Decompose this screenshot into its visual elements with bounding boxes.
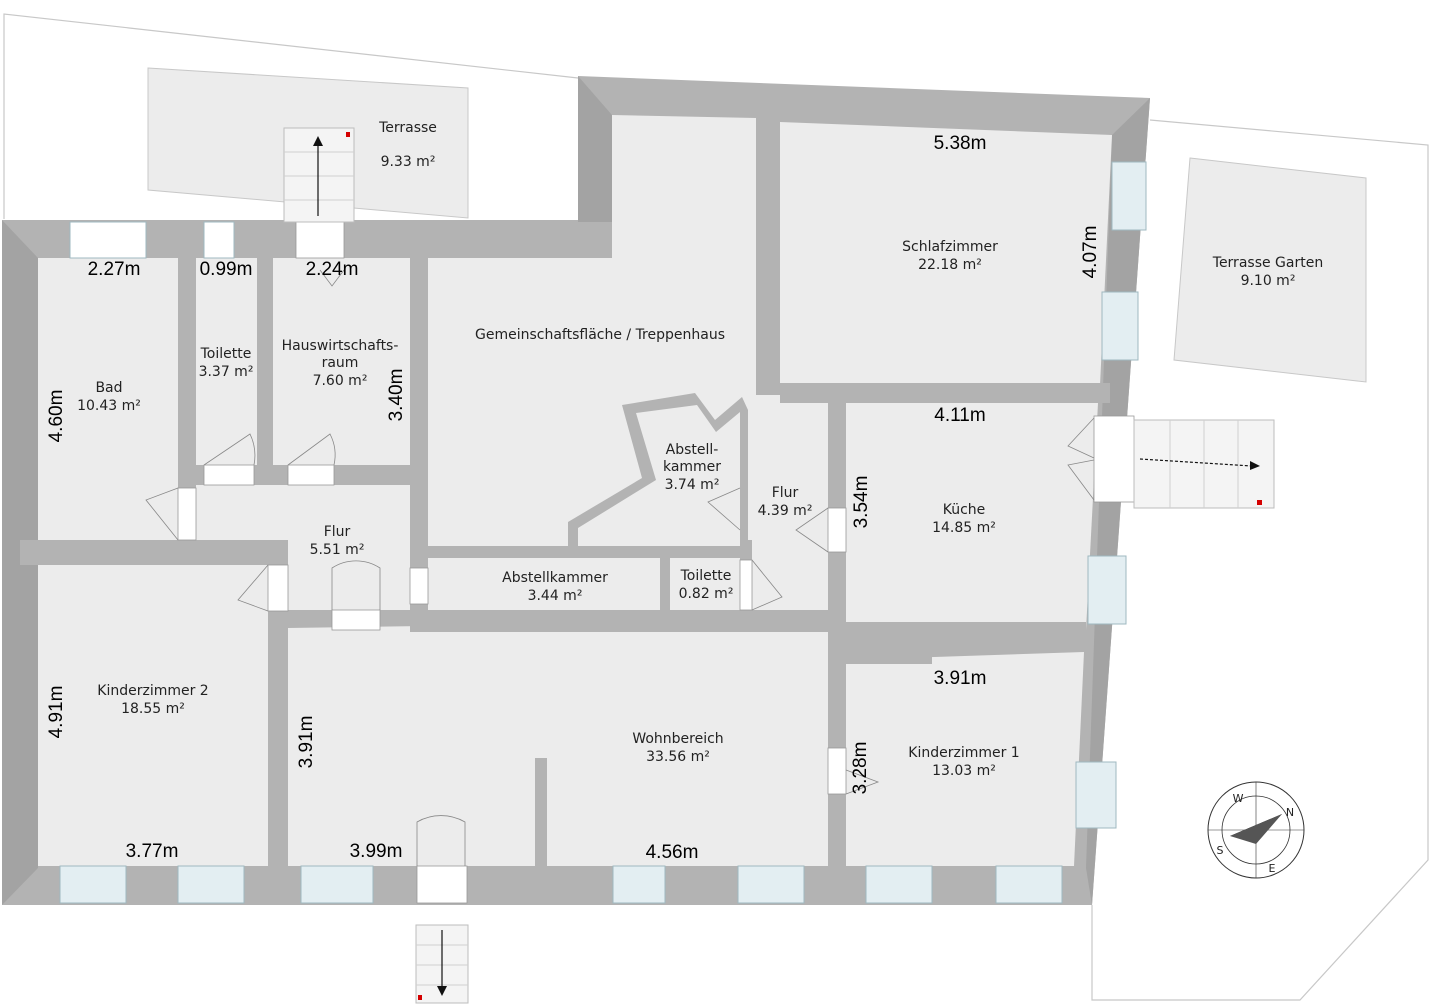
flur-mid-name: Flur (772, 485, 799, 501)
room-hauswirtschaft-floor (273, 258, 410, 465)
dim-schlaf-height: 4.07m (1080, 226, 1101, 279)
abstell-name-2: kammer (663, 459, 721, 475)
bad-name: Bad (95, 380, 122, 396)
hauswirtschaft-name-1: Hauswirtschafts- (282, 338, 399, 354)
kueche-name: Küche (943, 502, 986, 518)
room-kinder2-floor (38, 565, 268, 866)
kinder1-name: Kinderzimmer 1 (908, 745, 1019, 761)
dim-bad-height: 4.60m (46, 390, 67, 443)
dim-wohn-height: 3.91m (296, 716, 317, 769)
kinder2-name: Kinderzimmer 2 (97, 683, 208, 699)
abstellkammer-name: Abstellkammer (502, 570, 608, 586)
hauswirtschaft-name-2: raum (322, 355, 359, 371)
abstell-area: 3.74 m² (665, 477, 720, 493)
dim-bad-width: 2.27m (88, 259, 141, 280)
dim-kueche-height: 3.54m (851, 476, 872, 529)
door-openings (177, 221, 1135, 904)
property-outline (3, 13, 1429, 1001)
room-schlafzimmer-floor (780, 122, 1112, 392)
room-kueche-floor (846, 403, 1098, 630)
room-labels: Terrasse 9.33 m² Terrasse Garten 9.10 m²… (77, 120, 1323, 779)
kueche-area: 14.85 m² (932, 520, 996, 536)
toilette-name: Toilette (200, 346, 252, 362)
dimension-labels: 5.38m 4.07m 2.27m 0.99m 2.24m 4.60m 3.40… (46, 133, 1101, 863)
room-kinder1-floor (846, 652, 1084, 866)
flur-left-area: 5.51 m² (310, 542, 365, 558)
door-swings (145, 269, 1095, 866)
toilette-small-name: Toilette (680, 568, 732, 584)
compass-rose: N E S W (1207, 781, 1305, 879)
terrasse-area: 9.33 m² (381, 154, 436, 170)
stairs-east (1133, 419, 1275, 509)
dim-hw-height: 3.40m (386, 369, 407, 422)
dim-hw-width: 2.24m (306, 259, 359, 280)
compass-w: W (1233, 792, 1244, 805)
stairs-south (415, 924, 469, 1004)
wohnbereich-area: 33.56 m² (646, 749, 710, 765)
compass-e: E (1269, 862, 1276, 875)
terrasse-garten-area: 9.10 m² (1241, 273, 1296, 289)
room-wohnbereich-floor (288, 620, 828, 866)
toilette-small-area: 0.82 m² (679, 586, 734, 602)
windows (59, 161, 1147, 904)
dim-toilette-width: 0.99m (200, 259, 253, 280)
schlafzimmer-area: 22.18 m² (918, 257, 982, 273)
room-floors (38, 115, 1112, 866)
terrasse-garten-name: Terrasse Garten (1212, 255, 1323, 271)
dim-kinder2-width: 3.77m (126, 841, 179, 862)
flur-mid-area: 4.39 m² (758, 503, 813, 519)
dim-kueche-width: 4.11m (934, 405, 985, 426)
dim-kinder2-height: 4.91m (46, 686, 67, 739)
hauswirtschaft-area: 7.60 m² (313, 373, 368, 389)
terrasse-name: Terrasse (378, 120, 437, 136)
schlafzimmer-name: Schlafzimmer (902, 239, 998, 255)
compass-n: N (1286, 806, 1294, 819)
compass-s: S (1217, 844, 1224, 857)
flur-left-name: Flur (324, 524, 351, 540)
room-gemeinschaft-floor (428, 115, 828, 620)
kinder1-area: 13.03 m² (932, 763, 996, 779)
room-toilette-floor (196, 258, 257, 465)
kinder2-area: 18.55 m² (121, 701, 185, 717)
abstellkammer-area: 3.44 m² (528, 588, 583, 604)
abstell-name-1: Abstell- (666, 442, 719, 458)
wohnbereich-name: Wohnbereich (632, 731, 723, 747)
stairs-terrace (283, 127, 355, 223)
dim-kinder1-width: 3.91m (934, 668, 987, 689)
bad-area: 10.43 m² (77, 398, 141, 414)
room-bad-floor (38, 258, 178, 540)
dim-schlaf-width: 5.38m (934, 133, 987, 154)
garden-terrace (1173, 157, 1367, 383)
dim-kinder1-height: 3.28m (850, 742, 871, 795)
dim-wohn-width-1: 3.99m (350, 841, 403, 862)
toilette-area: 3.37 m² (199, 364, 254, 380)
dim-wohn-width-2: 4.56m (646, 842, 699, 863)
gemeinschaft-name: Gemeinschaftsfläche / Treppenhaus (475, 327, 725, 343)
